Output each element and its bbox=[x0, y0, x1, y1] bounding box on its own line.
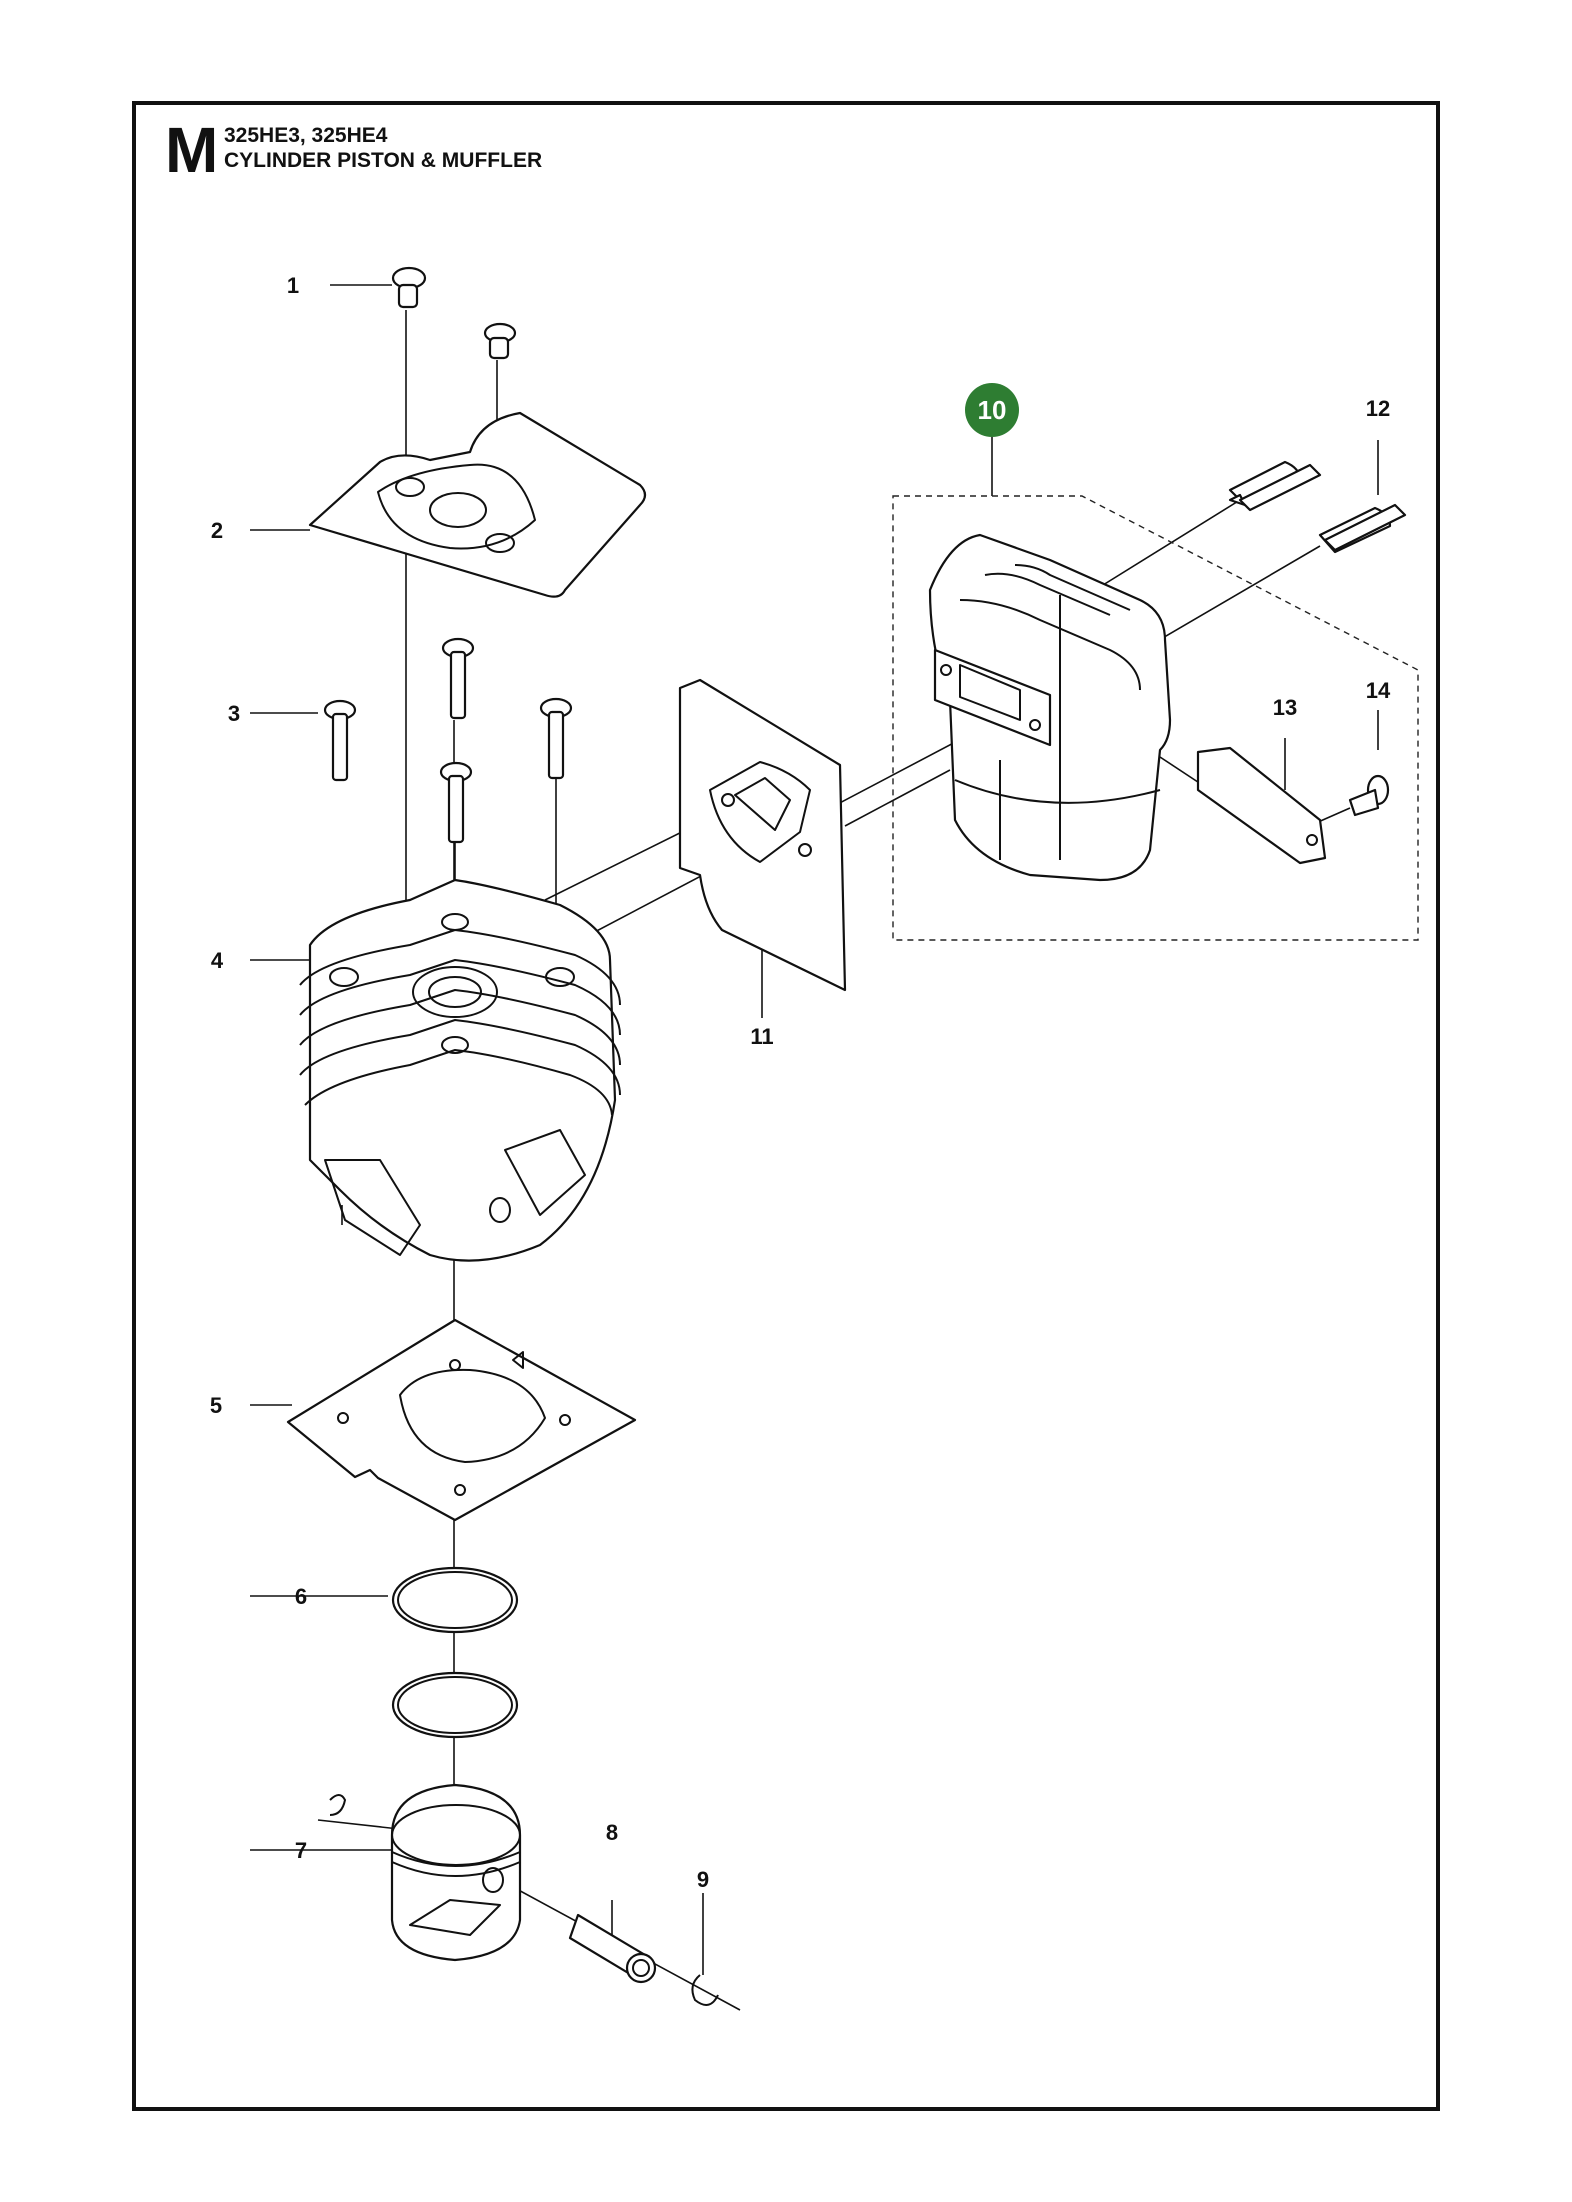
callout-9: 9 bbox=[697, 1867, 709, 1892]
callout-labels: 1 2 3 4 5 6 7 8 9 11 12 13 14 10 bbox=[210, 273, 1391, 1892]
part-heat-shield bbox=[308, 411, 647, 598]
callout-10: 10 bbox=[978, 395, 1007, 425]
part-screw-torx-3 bbox=[323, 637, 573, 844]
part-screw-small bbox=[1348, 774, 1390, 817]
part-screw-torx-1 bbox=[391, 266, 517, 360]
section-title: CYLINDER PISTON & MUFFLER bbox=[224, 149, 543, 172]
callout-13: 13 bbox=[1273, 695, 1297, 720]
callout-10-badge bbox=[965, 383, 1019, 437]
section-letter: M bbox=[165, 114, 219, 186]
part-piston bbox=[329, 1783, 522, 1962]
callout-4: 4 bbox=[211, 948, 224, 973]
part-circlip bbox=[691, 1974, 719, 2006]
callout-12: 12 bbox=[1366, 396, 1390, 421]
page-frame bbox=[132, 101, 1440, 2111]
callout-14: 14 bbox=[1366, 678, 1391, 703]
model-title: 325HE3, 325HE4 bbox=[224, 124, 388, 147]
part-muffler-gasket bbox=[678, 678, 847, 992]
callout-6: 6 bbox=[295, 1584, 307, 1609]
part-piston-pin bbox=[568, 1913, 657, 1984]
part-piston-rings bbox=[391, 1566, 519, 1739]
callout-3: 3 bbox=[228, 701, 240, 726]
part-cylinder bbox=[299, 878, 621, 1262]
callout-2: 2 bbox=[211, 518, 223, 543]
part-muffler-bolts bbox=[1228, 460, 1407, 554]
part-muffler-assembly bbox=[892, 495, 1419, 941]
callout-5: 5 bbox=[210, 1393, 222, 1418]
callout-1: 1 bbox=[287, 273, 299, 298]
part-base-gasket bbox=[286, 1318, 637, 1522]
callout-8: 8 bbox=[606, 1820, 618, 1845]
callout-7: 7 bbox=[295, 1838, 307, 1863]
callout-11: 11 bbox=[750, 1024, 773, 1049]
part-plate bbox=[1196, 746, 1327, 865]
